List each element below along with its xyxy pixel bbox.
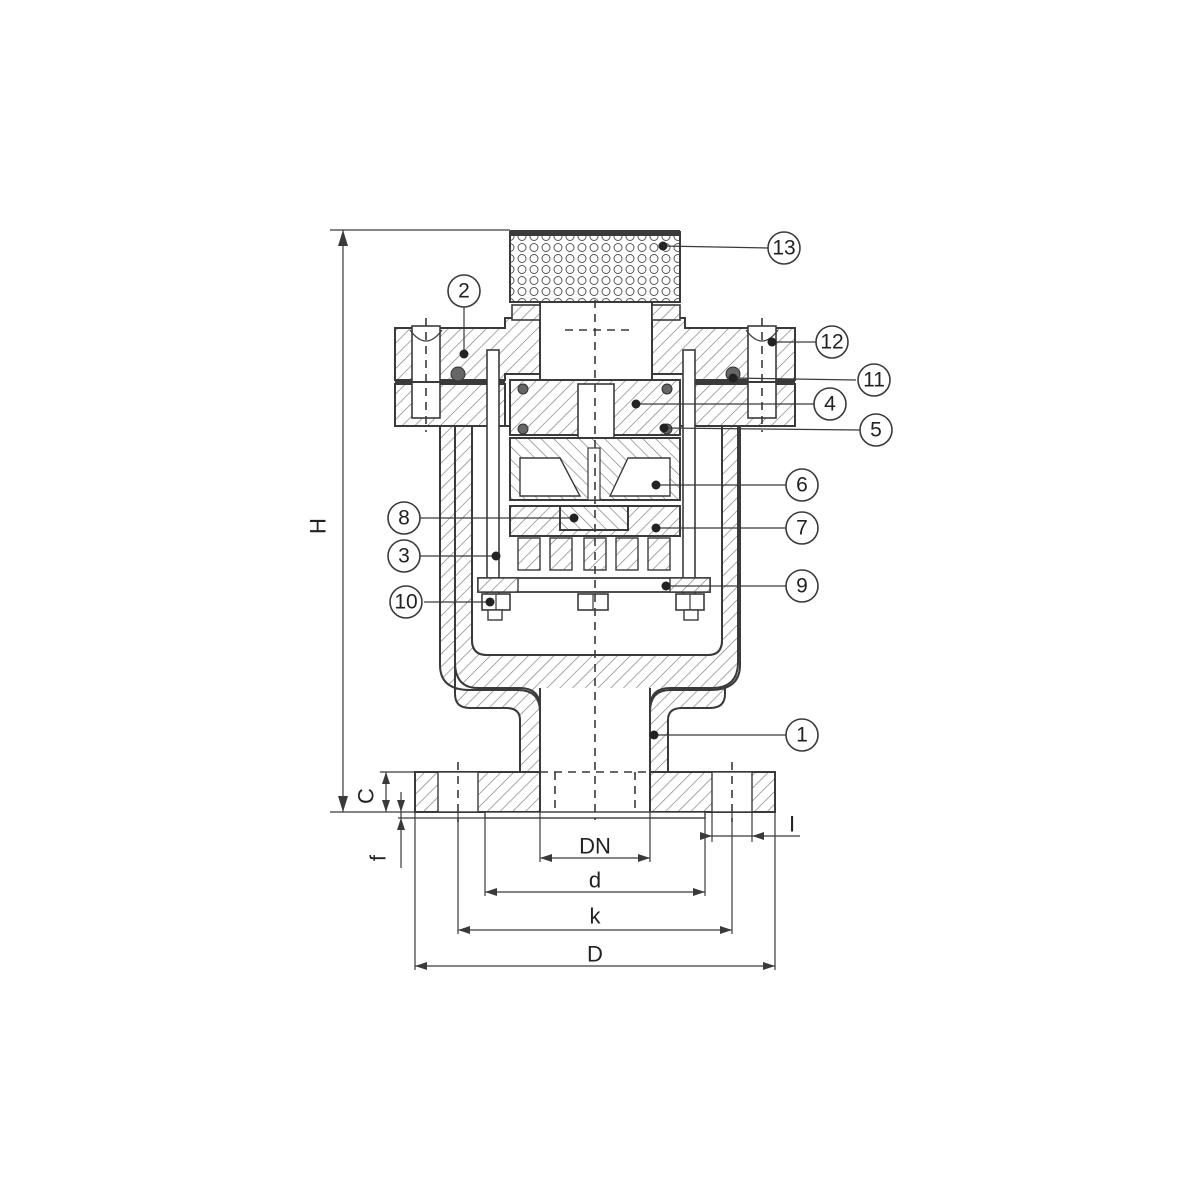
callout-leaders [420, 241, 861, 740]
callout-8: 8 [387, 501, 421, 535]
callout-11: 11 [857, 363, 891, 397]
bottom-flange [414, 762, 776, 822]
callout-4-label: 4 [824, 393, 836, 416]
callout-1-label: 1 [796, 724, 808, 747]
callout-3-label: 3 [398, 545, 410, 568]
dim-label-k: k [590, 904, 602, 929]
callout-5-label: 5 [870, 419, 882, 442]
callout-12: 12 [815, 325, 849, 359]
callout-8-label: 8 [398, 507, 410, 530]
dim-label-dn: DN [579, 834, 611, 859]
callout-10: 10 [389, 585, 423, 619]
dim-label-f: f [366, 854, 391, 861]
filter-cap [509, 230, 681, 321]
callout-6: 6 [785, 468, 819, 502]
dim-label-i: I [789, 812, 795, 837]
dim-label-h: H [306, 518, 331, 534]
dim-label-c: C [354, 788, 379, 804]
callout-9-label: 9 [796, 575, 808, 598]
callout-7-label: 7 [796, 517, 808, 540]
callout-5: 5 [859, 413, 893, 447]
callout-6-label: 6 [796, 474, 808, 497]
callout-4: 4 [813, 387, 847, 421]
callout-11-label: 11 [863, 369, 885, 392]
callout-9: 9 [785, 569, 819, 603]
dimension-lines [330, 229, 800, 970]
callout-2: 2 [447, 274, 481, 308]
callout-13: 13 [767, 231, 801, 265]
callout-3: 3 [387, 539, 421, 573]
valve-internals [477, 379, 711, 621]
callout-1: 1 [785, 718, 819, 752]
callout-12-label: 12 [820, 331, 843, 354]
callout-2-label: 2 [458, 280, 470, 303]
dim-label-d-large: D [587, 942, 603, 967]
callout-13-label: 13 [772, 237, 795, 260]
dim-label-d-small: d [589, 868, 601, 893]
callout-10-label: 10 [394, 591, 417, 614]
callout-7: 7 [785, 511, 819, 545]
